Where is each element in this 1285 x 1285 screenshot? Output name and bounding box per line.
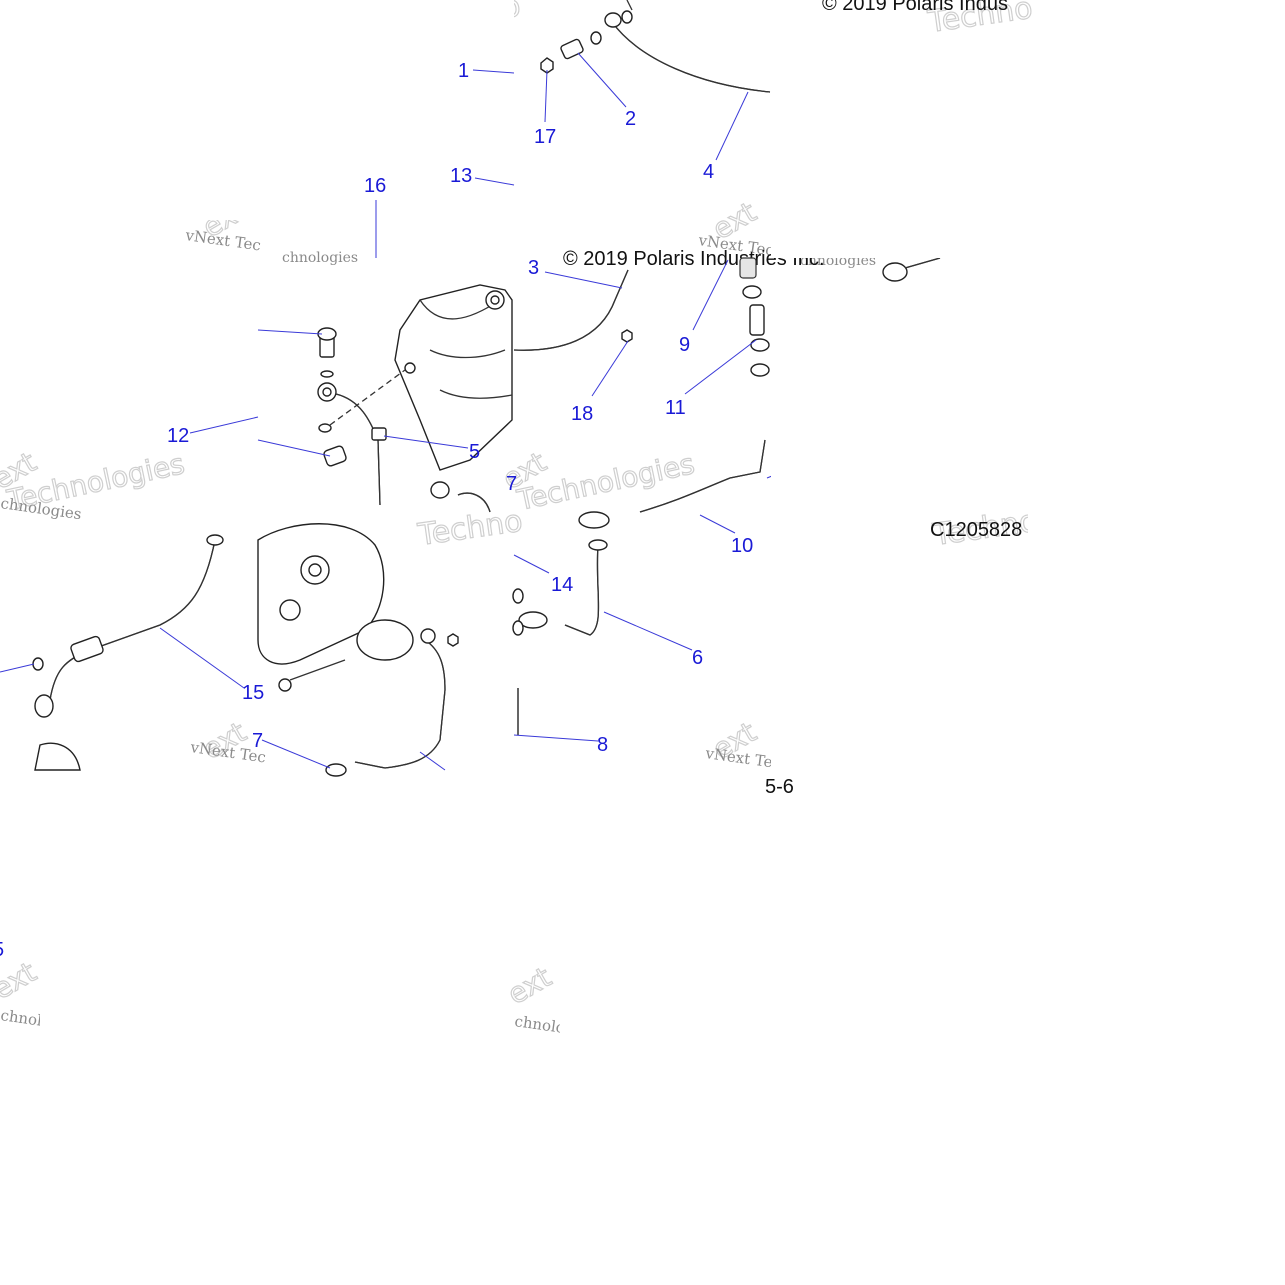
callout-2: 2 bbox=[625, 108, 636, 130]
figure-code: C1205828 bbox=[930, 519, 1022, 541]
callout-4: 4 bbox=[703, 161, 714, 183]
callout-3: 3 bbox=[528, 257, 539, 279]
callout-11: 11 bbox=[665, 397, 686, 419]
mask-b bbox=[0, 0, 257, 220]
watermark-techno-3: Techno bbox=[415, 504, 524, 553]
callout-14: 14 bbox=[551, 574, 573, 596]
watermark-vnext-small-4: vNext Tec bbox=[703, 744, 782, 773]
clamp-6 bbox=[578, 511, 610, 529]
turbocharger-assembly bbox=[257, 523, 459, 777]
exhaust-manifold bbox=[394, 284, 513, 471]
mask-i bbox=[0, 1040, 1285, 1285]
turbocharger bbox=[257, 523, 385, 665]
mask-j bbox=[560, 930, 1285, 1040]
watermark-ext-3: ext bbox=[0, 955, 42, 1006]
mask-c bbox=[771, 40, 1285, 258]
callout-12: 12 bbox=[167, 425, 189, 447]
callout-15: 15 bbox=[242, 682, 264, 704]
callout-5: 5 bbox=[469, 441, 480, 463]
callout-7-bottom: 7 bbox=[252, 730, 263, 752]
coolant-hose-assembly bbox=[512, 511, 610, 735]
crush-washer-2 bbox=[590, 31, 602, 45]
callout-5-edge: 5 bbox=[0, 939, 4, 961]
mask-h bbox=[0, 800, 1285, 930]
page-reference: 5-6 bbox=[765, 776, 794, 798]
washer-top bbox=[621, 10, 633, 24]
cap-9 bbox=[739, 257, 757, 279]
watermark-stub-4: chnologies bbox=[282, 250, 358, 266]
clamp-7 bbox=[430, 481, 450, 499]
manifold-assembly bbox=[317, 284, 513, 513]
wastegate-actuator bbox=[356, 619, 414, 661]
mask-d bbox=[941, 258, 1285, 514]
callout-labels: 1 2 17 4 13 16 3 9 18 11 12 5 7 10 14 6 … bbox=[0, 60, 753, 961]
housing-partial bbox=[34, 742, 81, 771]
callout-8: 8 bbox=[597, 734, 608, 756]
callout-6: 6 bbox=[692, 647, 703, 669]
clamp-top-right bbox=[882, 262, 908, 282]
clamp-14 bbox=[518, 611, 548, 629]
callout-10: 10 bbox=[731, 535, 753, 557]
callout-17: 17 bbox=[534, 126, 556, 148]
callout-18: 18 bbox=[571, 403, 593, 425]
return-hose-assembly bbox=[513, 257, 941, 513]
watermark-ext-4: ext bbox=[502, 960, 557, 1011]
copyright-top: © 2019 Polaris Indus bbox=[822, 0, 1008, 15]
mask-e bbox=[771, 290, 941, 514]
fitting-18 bbox=[621, 329, 633, 343]
mask-g bbox=[771, 560, 1028, 770]
callout-16: 16 bbox=[364, 175, 386, 197]
oil-feed-line-assembly bbox=[540, 0, 771, 93]
callout-13: 13 bbox=[450, 165, 472, 187]
mask-a bbox=[257, 0, 514, 60]
mask-k bbox=[40, 930, 510, 1040]
callout-9: 9 bbox=[679, 334, 690, 356]
bolt-12 bbox=[323, 445, 347, 467]
bracket-15 bbox=[34, 694, 54, 718]
watermark-vnext-small-1: vNext Tec bbox=[183, 226, 262, 255]
callout-1: 1 bbox=[458, 60, 469, 82]
connector-11 bbox=[749, 304, 765, 336]
copyright-middle: © 2019 Polaris Industries Inc. bbox=[563, 248, 825, 270]
leader-lines bbox=[0, 52, 773, 771]
banjo-bolt-2 bbox=[560, 38, 584, 60]
coolant-pipe-15 bbox=[32, 534, 224, 771]
callout-7-top: 7 bbox=[506, 473, 517, 495]
banjo-fitting-top bbox=[604, 12, 622, 28]
nut-17 bbox=[540, 57, 554, 74]
